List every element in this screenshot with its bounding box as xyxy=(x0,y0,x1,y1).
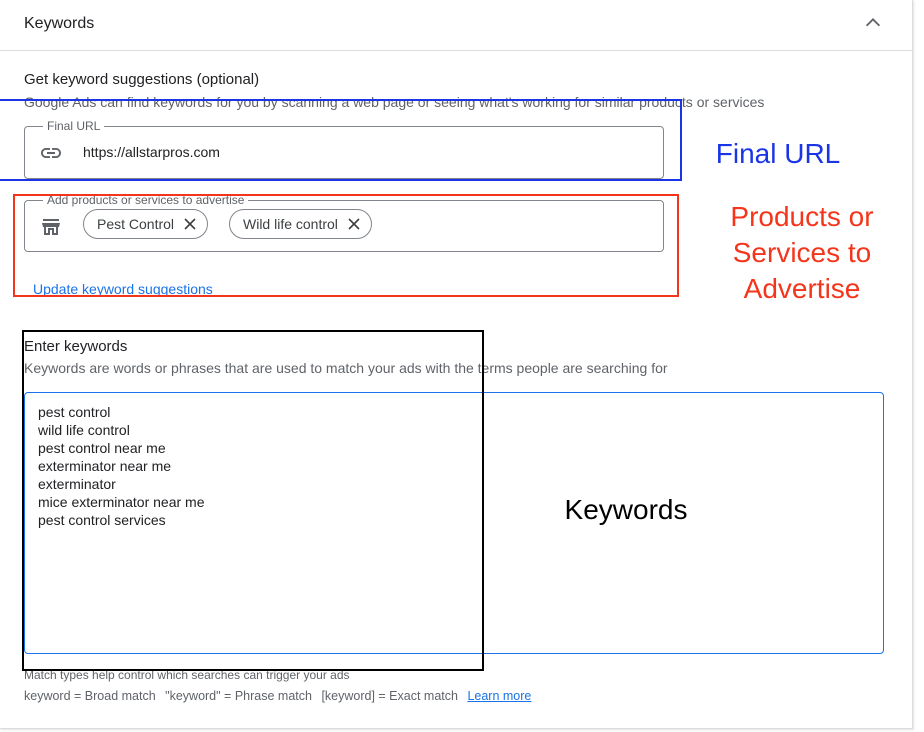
final-url-value[interactable]: https://allstarpros.com xyxy=(83,144,220,160)
broad-match-text: keyword = Broad match xyxy=(24,689,156,703)
final-url-field[interactable]: Final URL https://allstarpros.com xyxy=(24,119,664,179)
chevron-up-icon[interactable] xyxy=(862,12,884,34)
suggestions-description: Google Ads can find keywords for you by … xyxy=(24,94,765,110)
products-services-label: Add products or services to advertise xyxy=(43,193,249,207)
learn-more-link[interactable]: Learn more xyxy=(467,689,532,703)
chip-pest-control[interactable]: Pest Control xyxy=(83,209,209,239)
keyword-line: pest control xyxy=(38,404,111,420)
storefront-icon xyxy=(42,219,60,235)
final-url-label: Final URL xyxy=(43,119,105,133)
card-header[interactable]: Keywords xyxy=(0,0,912,51)
update-keyword-suggestions-link[interactable]: Update keyword suggestions xyxy=(33,281,213,297)
chip-label: Wild life control xyxy=(243,216,338,232)
suggestions-title: Get keyword suggestions (optional) xyxy=(24,71,260,88)
exact-match-text: [keyword] = Exact match xyxy=(321,689,458,703)
products-services-field[interactable]: Add products or services to advertise Pe… xyxy=(24,193,664,252)
match-types-help: Match types help control which searches … xyxy=(24,668,350,682)
keyword-line: exterminator near me xyxy=(38,458,172,474)
keyword-line: pest control near me xyxy=(38,440,166,456)
match-types-legend: keyword = Broad match "keyword" = Phrase… xyxy=(24,689,537,703)
close-icon[interactable] xyxy=(347,217,361,231)
phrase-match-text: "keyword" = Phrase match xyxy=(165,689,312,703)
enter-keywords-description: Keywords are words or phrases that are u… xyxy=(24,360,668,376)
chip-label: Pest Control xyxy=(97,216,175,232)
keyword-line: wild life control xyxy=(38,422,130,438)
link-icon xyxy=(41,148,61,158)
keyword-line: pest control services xyxy=(38,512,166,528)
keywords-textarea[interactable]: pest control wild life control pest cont… xyxy=(24,392,884,654)
keyword-line: exterminator xyxy=(38,476,116,492)
close-icon[interactable] xyxy=(183,217,197,231)
chip-wild-life-control[interactable]: Wild life control xyxy=(229,209,372,239)
keyword-line: mice exterminator near me xyxy=(38,494,205,510)
enter-keywords-title: Enter keywords xyxy=(24,338,128,355)
card-title: Keywords xyxy=(24,15,95,32)
